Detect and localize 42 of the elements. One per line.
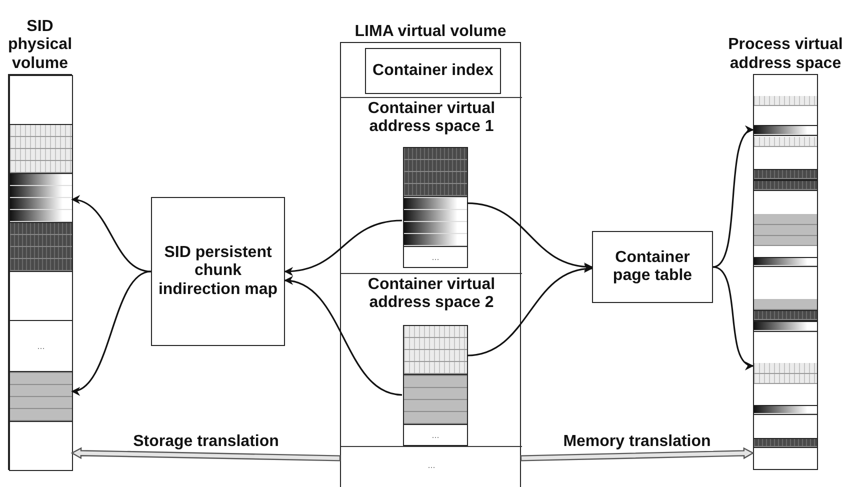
memory-block [403, 374, 468, 425]
storage-block [9, 222, 73, 272]
storage-block [9, 75, 73, 125]
column-heading: Process virtual address space [727, 36, 844, 73]
memory-block [403, 196, 468, 247]
curved-arrow [466, 202, 593, 271]
memory-block [403, 246, 468, 268]
curved-arrow [712, 266, 754, 368]
curved-arrow [284, 277, 402, 396]
memory-block [403, 325, 468, 375]
map-box [151, 197, 285, 346]
hollow-arrow [70, 447, 341, 462]
storage-block [9, 173, 73, 223]
curved-arrow [71, 270, 152, 394]
hollow-arrow [520, 447, 754, 462]
box-label: Container page table [612, 248, 694, 286]
curved-arrow [712, 128, 754, 268]
section-heading: Container virtual address space 2 [366, 276, 496, 313]
box-label: Container index [372, 62, 494, 80]
box-label: SID persistent chunk indirection map [157, 244, 279, 300]
column-heading: LIMA virtual volume [354, 22, 508, 41]
storage-block [9, 371, 73, 422]
memory-block [403, 424, 468, 446]
column-heading: SID physical volume [6, 18, 74, 73]
ellipsis-text: ... [432, 430, 440, 440]
curved-arrow [284, 220, 402, 276]
page-table-box [592, 231, 713, 303]
storage-block [9, 320, 73, 372]
storage-block [9, 124, 73, 174]
edge-label: Storage translation [131, 432, 281, 451]
memory-block [403, 147, 468, 197]
ellipsis-text: ... [426, 461, 436, 470]
storage-block [9, 271, 73, 321]
curved-arrow [466, 264, 593, 356]
edge-label: Memory translation [561, 432, 713, 451]
storage-block [9, 421, 73, 471]
address-space-section [341, 273, 522, 446]
curved-arrow [71, 196, 152, 272]
ellipsis-text: ... [37, 342, 45, 350]
ellipsis-text: ... [432, 252, 440, 262]
index-box [365, 48, 501, 94]
section-heading: Container virtual address space 1 [366, 100, 496, 137]
